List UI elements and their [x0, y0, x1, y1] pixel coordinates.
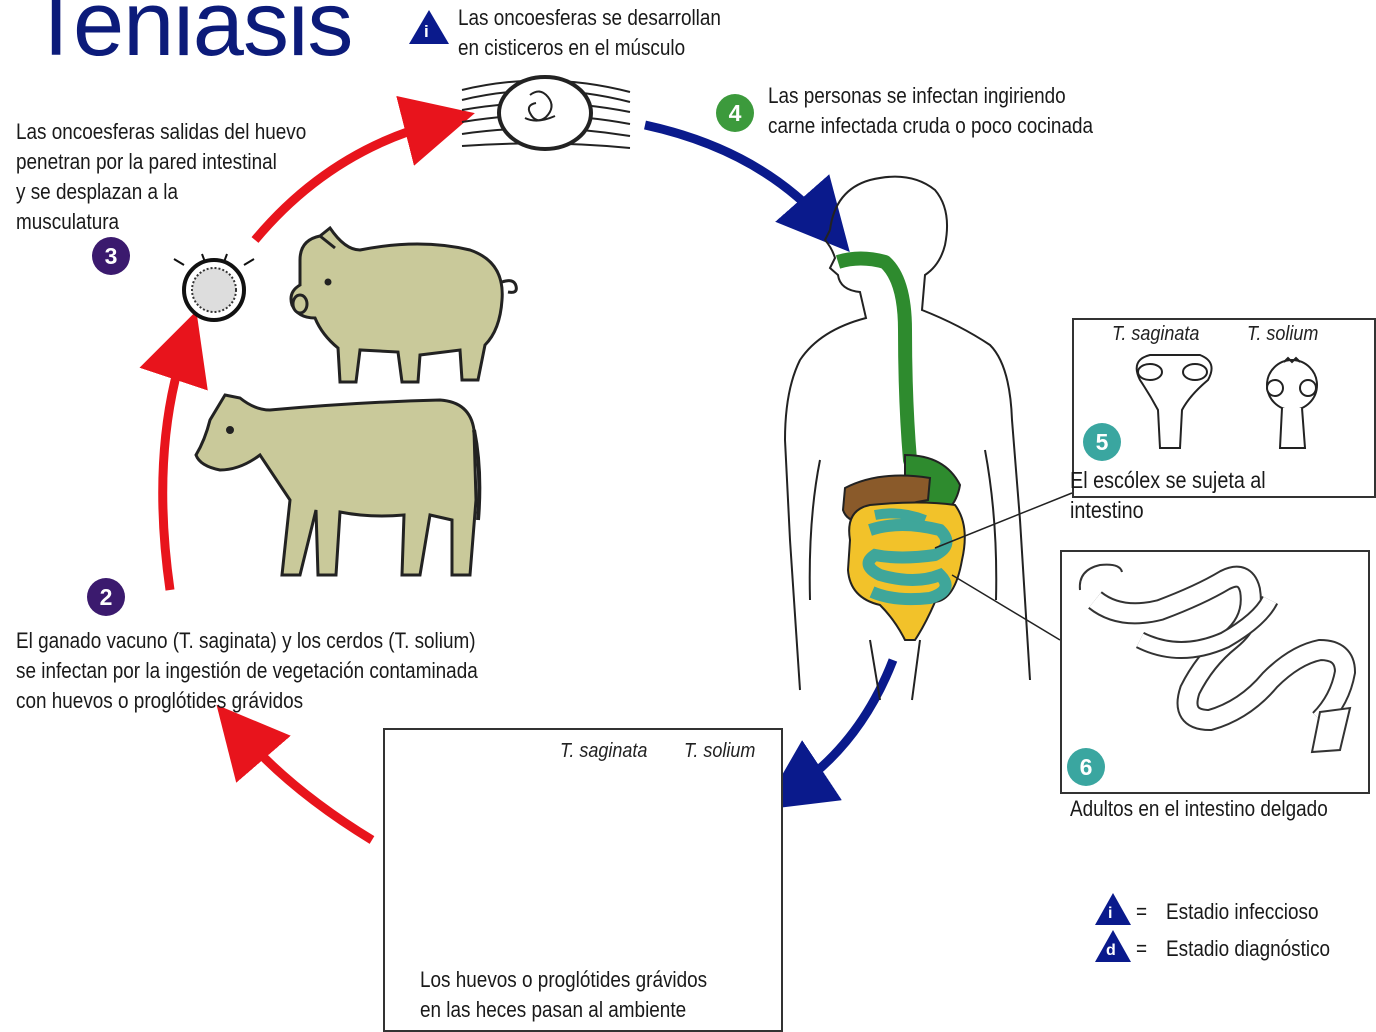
species-saginata-label-2: T. saginata [1112, 323, 1199, 346]
arrow-human-to-feces [792, 660, 893, 790]
species-solium-label-1: T. solium [684, 740, 755, 763]
connector-line-adults [952, 575, 1060, 640]
step6-box [1060, 550, 1370, 794]
species-saginata-label-1: T. saginata [560, 740, 647, 763]
legend-equals-1: = [1136, 897, 1147, 927]
legend-infective-letter: i [1108, 905, 1112, 923]
arrow-step2-to-step3 [163, 345, 185, 590]
legend-diagnostic-text: Estadio diagnóstico [1166, 934, 1330, 964]
step1-text: Los huevos o proglótides grávidos en las… [420, 965, 707, 1025]
oncosphere-icon [174, 254, 254, 320]
arrow-step1-to-step2 [240, 732, 372, 840]
step3-badge: 3 [92, 237, 130, 275]
cow-icon [196, 395, 479, 575]
step2-badge: 2 [87, 578, 125, 616]
step6-text: Adultos en el intestino delgado [1070, 794, 1328, 824]
species-solium-label-2: T. solium [1247, 323, 1318, 346]
infective-triangle-icon [409, 10, 449, 44]
infective-triangle-label: i [424, 22, 429, 42]
pig-icon [291, 228, 516, 382]
step4-badge: 4 [716, 94, 754, 132]
legend-infective-triangle-icon [1095, 893, 1131, 925]
legend-infective-text: Estadio infeccioso [1166, 897, 1319, 927]
digestive-tract-icon [838, 259, 965, 641]
step2-text: El ganado vacuno (T. saginata) y los cer… [16, 626, 478, 716]
legend-diagnostic-letter: d [1106, 942, 1116, 960]
step4-text: Las personas se infectan ingiriendo carn… [768, 81, 1093, 141]
step5-text: El escólex se sujeta al intestino [1070, 465, 1333, 525]
infective-note-text: Las oncoesferas se desarrollan en cistic… [458, 3, 721, 63]
cysticercus-in-muscle-icon [462, 77, 630, 149]
legend-equals-2: = [1136, 934, 1147, 964]
step3-text: Las oncoesferas salidas del huevo penetr… [16, 117, 306, 237]
